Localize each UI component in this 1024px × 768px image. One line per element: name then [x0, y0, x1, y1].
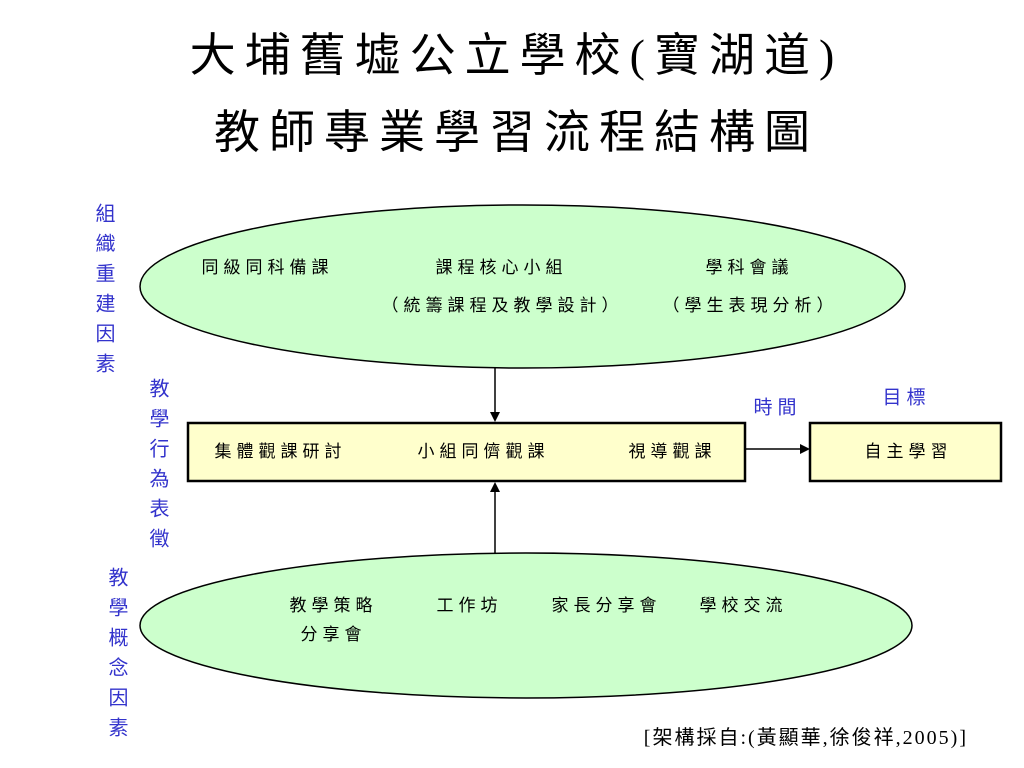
- behavior-item: 集體觀課研討: [214, 441, 347, 461]
- organization-item-label: 學科會議: [705, 257, 794, 277]
- concept-item: 學校交流: [699, 595, 788, 615]
- behavior-item: 小組同儕觀課: [417, 441, 550, 461]
- concept-item: 工作坊: [436, 595, 503, 615]
- organization-item-label: 同級同科備課: [201, 257, 334, 277]
- title-line-1: 大埔舊墟公立學校(寶湖道): [189, 30, 844, 81]
- right-arrowhead: [800, 444, 810, 454]
- goal-box: [808, 421, 1003, 483]
- organization-ellipse: [139, 204, 906, 369]
- side-label-organization-factor: 組織重建因素: [92, 203, 114, 383]
- up-arrowhead: [490, 482, 500, 492]
- concept-item-line: 教學策略: [289, 596, 378, 615]
- concept-item: 教學策略 分享會: [285, 591, 378, 649]
- concept-item: 家長分享會: [551, 595, 662, 615]
- goal-label: 目標: [882, 387, 931, 409]
- organization-item-note: （統籌課程及教學設計）: [381, 295, 624, 315]
- goal-box-text: 自主學習: [864, 441, 953, 461]
- down-arrowhead: [490, 412, 500, 422]
- side-label-teaching-behavior: 教學行為表徵: [146, 378, 168, 558]
- time-arrow-label: 時間: [753, 397, 802, 419]
- side-label-teaching-concept-factor: 教學概念因素: [105, 567, 127, 747]
- source-citation: [架構採自:(黃顯華,徐俊祥,2005)]: [643, 727, 968, 749]
- behavior-item: 視導觀課: [628, 441, 717, 461]
- concept-ellipse: [139, 552, 913, 699]
- behavior-box: [186, 421, 747, 483]
- concept-item-line: 分享會: [300, 625, 367, 644]
- organization-item-note: （學生表現分析）: [662, 295, 839, 315]
- organization-item-label: 課程核心小組: [435, 257, 568, 277]
- title-line-2: 教師專業學習流程結構圖: [214, 107, 819, 158]
